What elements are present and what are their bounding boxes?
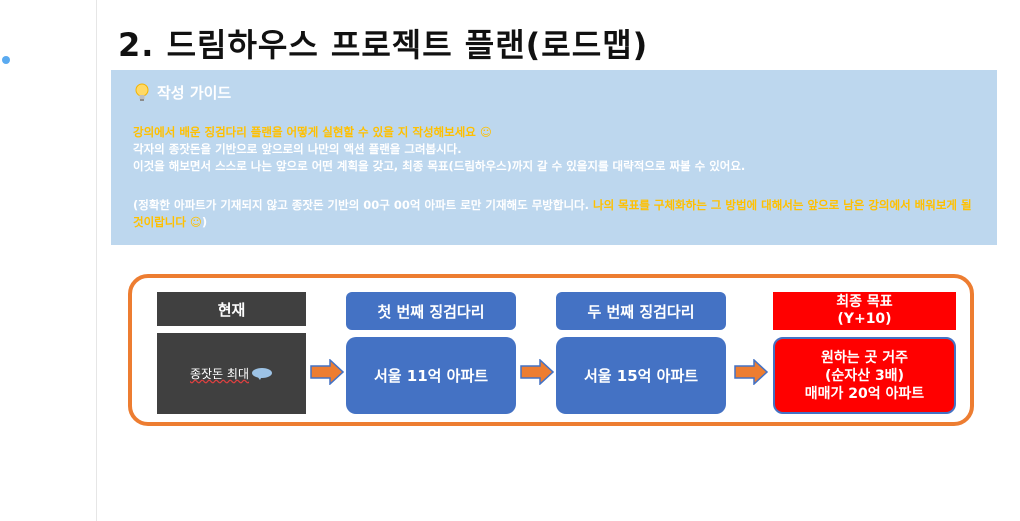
guide-note-white: (정확한 아파트가 기재되지 않고 종잣돈 기반의 00구 00억 아파트 로만… (133, 198, 589, 212)
bullet-dot (2, 56, 10, 64)
goal-body: 원하는 곳 거주 (순자산 3배) 매매가 20억 아파트 (773, 337, 956, 414)
lightbulb-icon (135, 83, 149, 103)
arrow-right-icon (520, 359, 554, 385)
guide-note: (정확한 아파트가 기재되지 않고 종잣돈 기반의 00구 00억 아파트 로만… (133, 197, 983, 231)
current-body-text: 종잣돈 최대 (189, 367, 249, 381)
goal-header-line1: 최종 목표 (836, 294, 893, 310)
page-edge (96, 0, 97, 521)
goal-body-line3: 매매가 20억 아파트 (804, 385, 925, 402)
page-title: 2. 드림하우스 프로젝트 플랜(로드맵) (118, 26, 649, 64)
guide-line-3: 이것을 해보면서 스스로 나는 앞으로 어떤 계획을 갖고, 최종 목표(드림하… (133, 159, 746, 173)
step2-header: 두 번째 징검다리 (556, 292, 726, 330)
goal-header-line2: (Y+10) (837, 311, 892, 327)
guide-box: 작성 가이드 강의에서 배운 징검다리 플랜을 어떻게 실현할 수 있을 지 작… (111, 70, 997, 245)
current-body: 종잣돈 최대 (157, 333, 306, 414)
arrow-right-icon (310, 359, 344, 385)
guide-title: 작성 가이드 (157, 84, 232, 102)
guide-note-end: ) (201, 215, 208, 229)
goal-header: 최종 목표 (Y+10) (773, 292, 956, 330)
current-header: 현재 (157, 292, 306, 326)
guide-header: 작성 가이드 (135, 82, 231, 103)
arrow-right-icon (734, 359, 768, 385)
guide-line-1: 강의에서 배운 징검다리 플랜을 어떻게 실현할 수 있을 지 작성해보세요 ☺ (133, 125, 492, 139)
goal-body-line1: 원하는 곳 거주 (820, 349, 909, 366)
roadmap-frame (128, 274, 974, 426)
step1-header: 첫 번째 징검다리 (346, 292, 516, 330)
step1-body: 서울 11억 아파트 (346, 337, 516, 414)
left-gutter (0, 0, 96, 521)
comment-icon (252, 367, 272, 380)
guide-note-orange: 나의 목표를 구체화하는 그 방법에 대해서는 앞으로 남은 강의에서 배워보게… (133, 198, 972, 229)
guide-line-2: 각자의 종잣돈을 기반으로 앞으로의 나만의 액션 플랜을 그려봅시다. (133, 142, 462, 156)
goal-body-line2: (순자산 3배) (825, 367, 904, 384)
step2-body: 서울 15억 아파트 (556, 337, 726, 414)
guide-text: 강의에서 배운 징검다리 플랜을 어떻게 실현할 수 있을 지 작성해보세요 ☺… (133, 124, 745, 175)
